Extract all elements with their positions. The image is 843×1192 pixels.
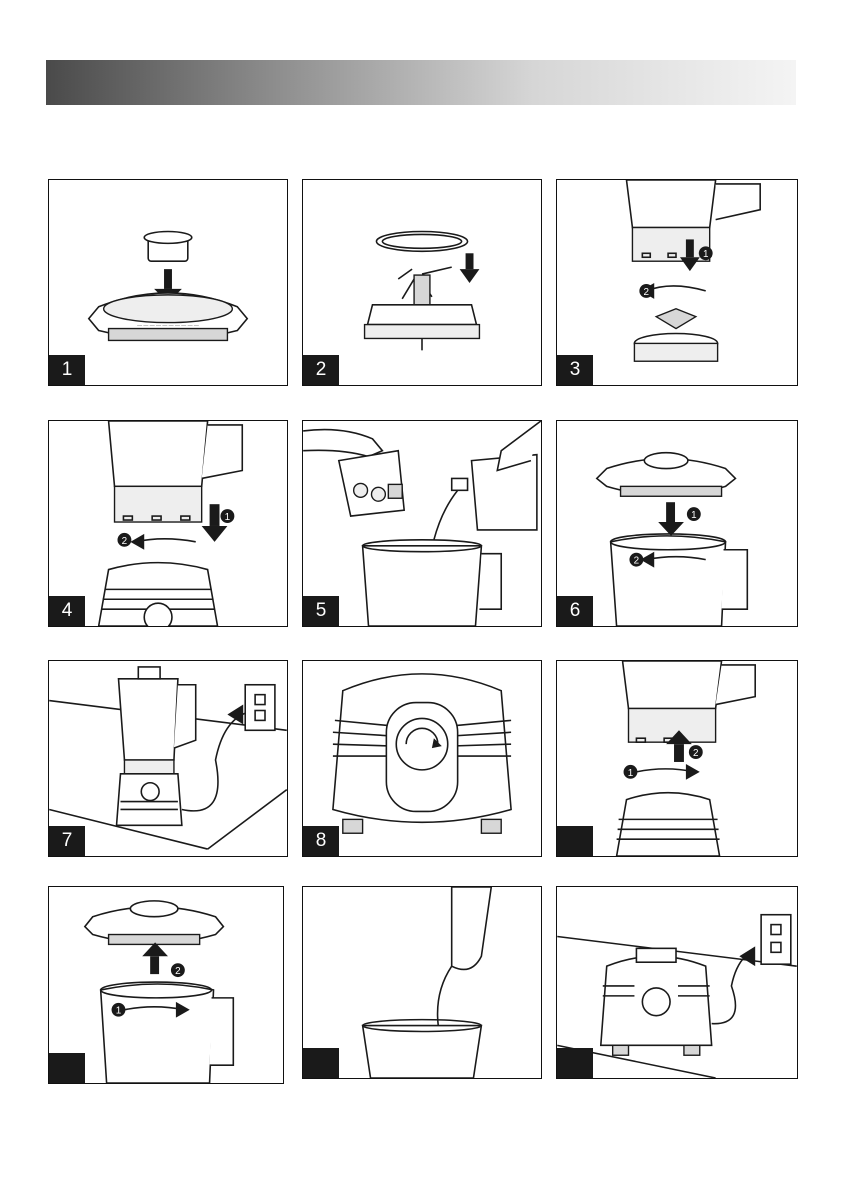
step-panel-9: 2 1 [556, 660, 798, 857]
step-number-badge [49, 1053, 85, 1083]
step-panel-4: 1 2 4 [48, 420, 288, 627]
arrow-step-two-icon: 2 [634, 556, 640, 567]
step-number-badge: 2 [303, 355, 339, 385]
section-header-bar [46, 60, 796, 105]
jar-onto-blade-icon: 1 2 [557, 180, 797, 385]
step-panel-11 [302, 886, 542, 1079]
step-number-badge: 3 [557, 355, 593, 385]
step-panel-3: 1 2 3 [556, 179, 798, 386]
step-panel-6: 1 2 6 [556, 420, 798, 627]
arrow-step-one-icon: 1 [225, 512, 231, 523]
remove-jar-icon: 2 1 [557, 661, 797, 856]
step-number-badge: 7 [49, 826, 85, 856]
svg-text:— — — — — — — — — —: — — — — — — — — — — [137, 324, 199, 329]
arrow-step-one-icon: 1 [628, 768, 634, 779]
step-number-badge: 1 [49, 355, 85, 385]
step-panel-12 [556, 886, 798, 1079]
step-panel-10: 2 1 [48, 886, 284, 1084]
step-panel-2: 2 [302, 179, 542, 386]
arrow-step-two-icon: 2 [122, 536, 128, 547]
step-panel-7: 7 [48, 660, 288, 857]
step-number-badge [557, 826, 593, 856]
step-panel-5: 5 [302, 420, 542, 627]
arrow-step-one-icon: 1 [116, 1006, 122, 1017]
step-number-badge: 8 [303, 826, 339, 856]
step-number-badge: 5 [303, 596, 339, 626]
step-number-badge: 6 [557, 596, 593, 626]
lid-onto-jar-icon: 1 2 [557, 421, 797, 626]
arrow-step-two-icon: 2 [175, 966, 181, 977]
arrow-step-one-icon: 1 [703, 249, 709, 260]
step-panel-8: 8 [302, 660, 542, 857]
step-number-badge: 4 [49, 596, 85, 626]
unplug-icon [557, 887, 797, 1078]
step-number-badge [303, 1048, 339, 1078]
step-number-badge [557, 1048, 593, 1078]
arrow-step-two-icon: 2 [693, 748, 699, 759]
arrow-step-two-icon: 2 [644, 287, 650, 298]
step-panel-1: — — — — — — — — — — 1 [48, 179, 288, 386]
arrow-step-one-icon: 1 [691, 510, 697, 521]
